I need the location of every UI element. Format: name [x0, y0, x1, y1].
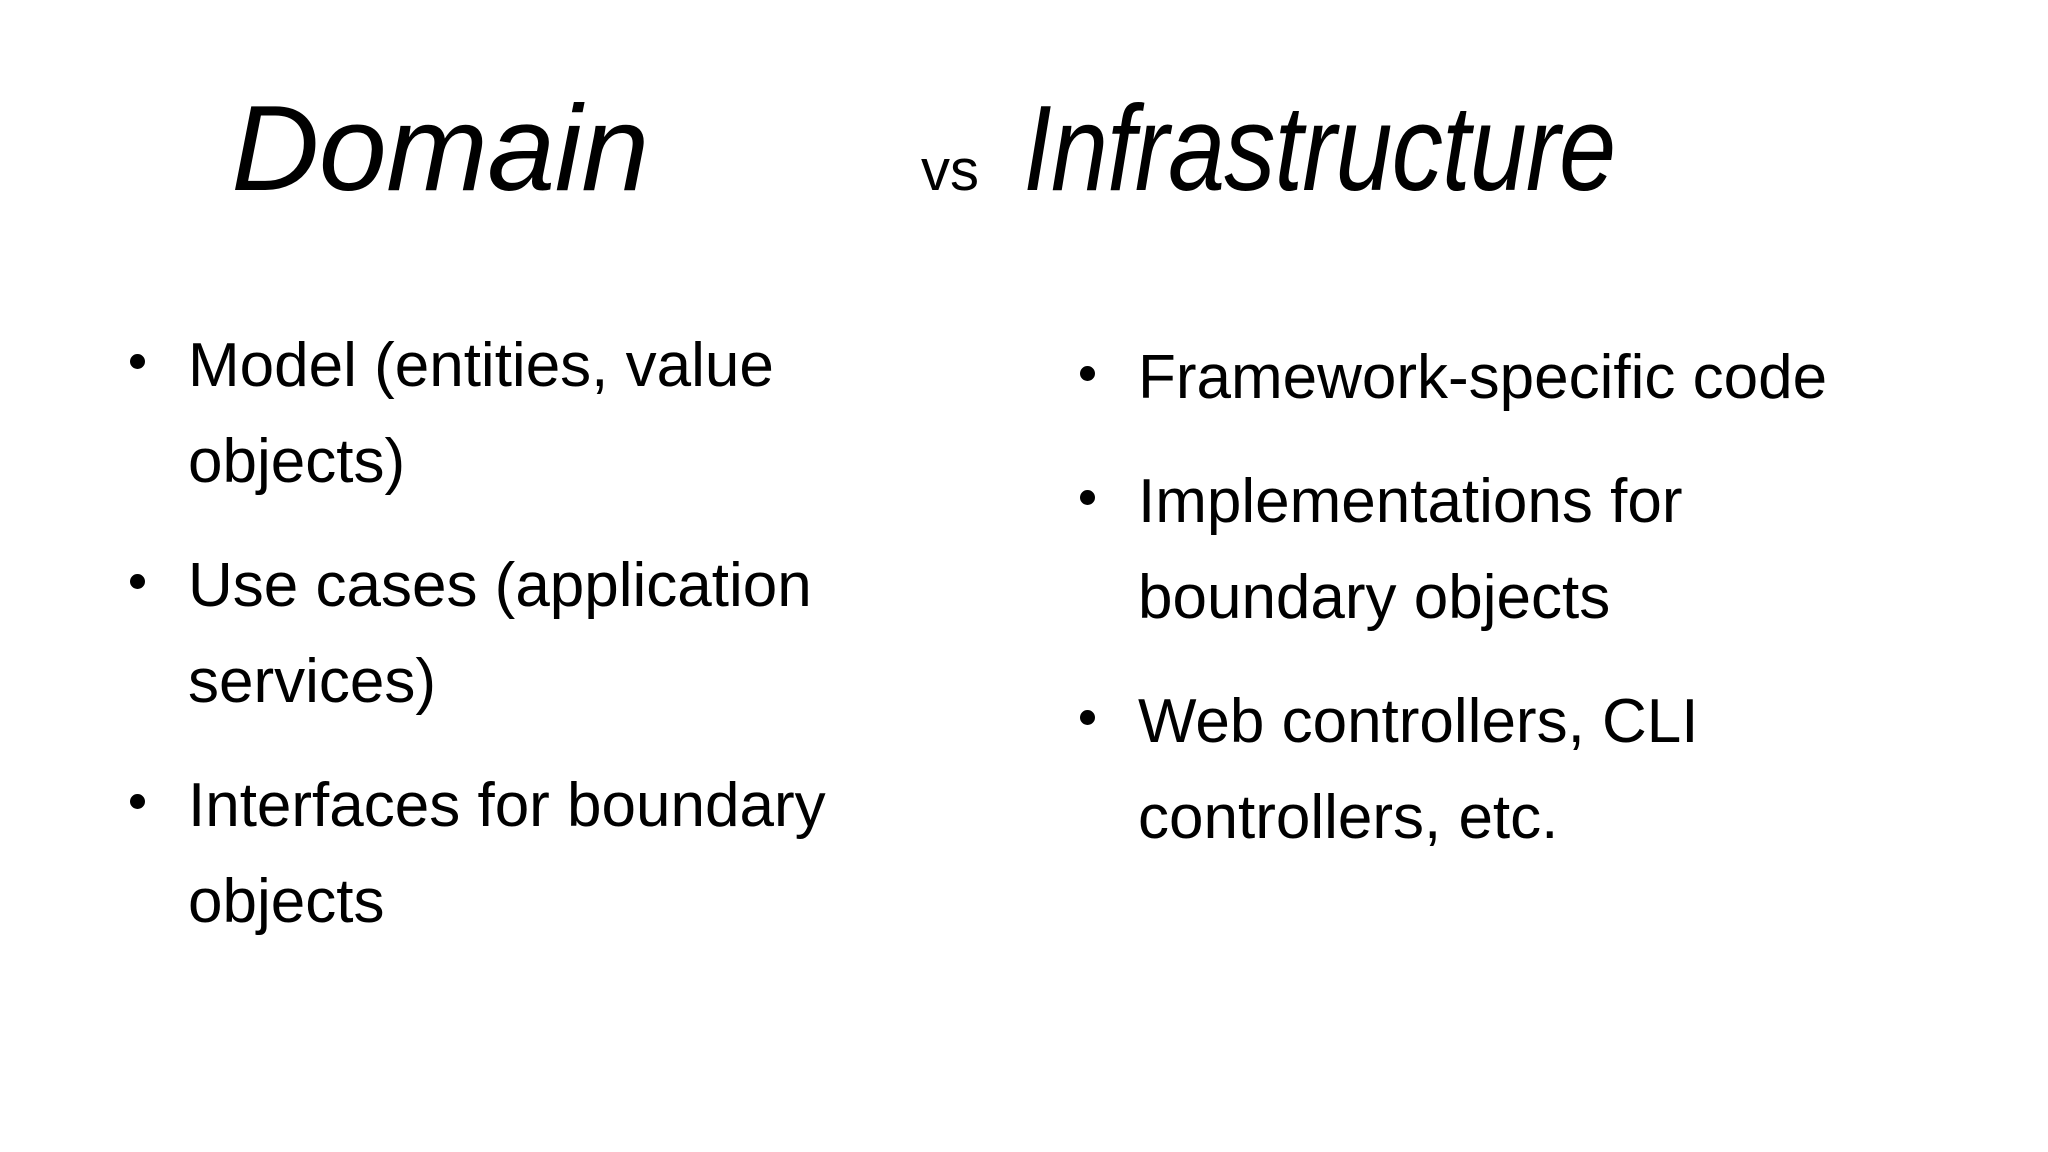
bullet-dot-icon — [130, 574, 145, 589]
list-item: Use cases (application services) — [110, 538, 910, 730]
title-domain: Domain — [231, 80, 649, 216]
list-item: Framework-specific code — [1060, 330, 1860, 426]
slide-title-row: Domain vs Infrastructure — [0, 82, 2048, 222]
column-infrastructure: Framework-specific code Implementations … — [1060, 330, 1860, 866]
bullet-dot-icon — [1080, 710, 1095, 725]
list-item-label: Use cases (application services) — [188, 551, 812, 716]
bullet-dot-icon — [1080, 490, 1095, 505]
bullet-dot-icon — [130, 794, 145, 809]
list-item-label: Interfaces for boundary objects — [188, 771, 826, 936]
list-item: Web controllers, CLI controllers, etc. — [1060, 674, 1860, 866]
list-item: Implementations for boundary objects — [1060, 454, 1860, 646]
list-item-label: Web controllers, CLI controllers, etc. — [1138, 687, 1699, 852]
infrastructure-bullet-list: Framework-specific code Implementations … — [1060, 330, 1860, 866]
title-infrastructure: Infrastructure — [1023, 80, 1616, 216]
list-item: Interfaces for boundary objects — [110, 758, 910, 950]
title-separator-vs: vs — [921, 138, 979, 203]
column-domain: Model (entities, value objects) Use case… — [110, 318, 910, 950]
list-item-label: Implementations for boundary objects — [1138, 467, 1683, 632]
bullet-dot-icon — [130, 354, 145, 369]
list-item-label: Model (entities, value objects) — [188, 331, 774, 496]
list-item-label: Framework-specific code — [1138, 343, 1828, 412]
bullet-dot-icon — [1080, 366, 1095, 381]
domain-bullet-list: Model (entities, value objects) Use case… — [110, 318, 910, 950]
list-item: Model (entities, value objects) — [110, 318, 910, 510]
